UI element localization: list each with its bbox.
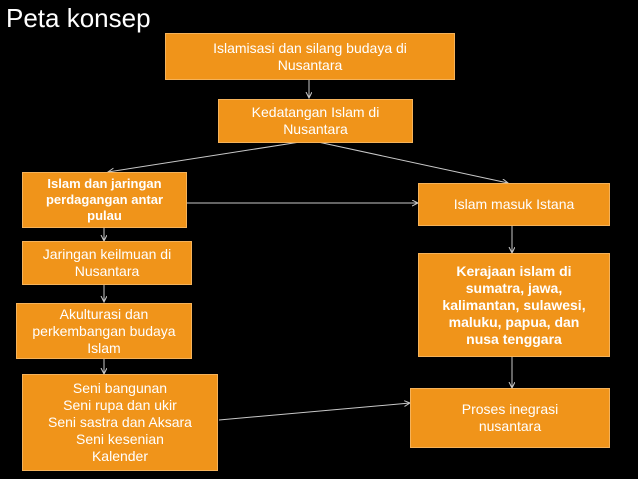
node-seni: Seni bangunan Seni rupa dan ukir Seni sa… — [22, 374, 218, 471]
node-kedatangan: Kedatangan Islam di Nusantara — [218, 99, 413, 143]
arrow-kedatangan-istana — [317, 141, 508, 183]
node-islamisasi: Islamisasi dan silang budaya di Nusantar… — [165, 33, 455, 80]
node-jaringan-perdagangan: Islam dan jaringan perdagangan antar pul… — [22, 172, 187, 228]
page-title: Peta konsep — [6, 3, 151, 33]
arrow-seni-proses — [218, 403, 410, 421]
arrow-kedatangan-jaringan — [108, 141, 301, 172]
node-akulturasi: Akulturasi dan perkembangan budaya Islam — [16, 303, 192, 359]
node-proses: Proses inegrasi nusantara — [410, 388, 610, 448]
node-masuk-istana: Islam masuk Istana — [418, 183, 610, 226]
node-keilmuan: Jaringan keilmuan di Nusantara — [22, 241, 192, 285]
node-kerajaan: Kerajaan islam di sumatra, jawa, kaliman… — [418, 253, 610, 357]
